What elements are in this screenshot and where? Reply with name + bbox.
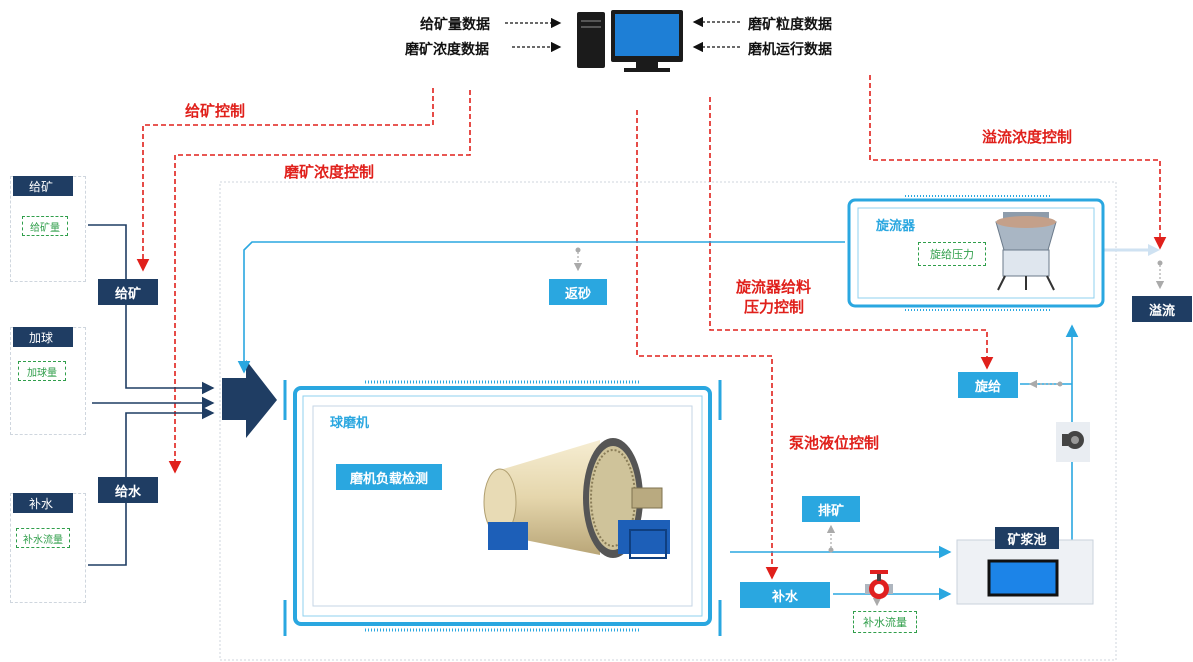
ball-mill-icon (483, 438, 670, 559)
feed-tag: 给矿 (98, 279, 158, 305)
input-mill-run-data: 磨机运行数据 (748, 42, 832, 58)
hydrocyclone-icon (995, 212, 1057, 291)
mill-load-detect-tag: 磨机负载检测 (336, 464, 442, 490)
cyclone-title: 旋流器 (876, 219, 916, 234)
makeup-flow-label: 补水流量 (853, 611, 917, 633)
ball-mill-title: 球磨机 (330, 416, 370, 431)
input-feed-data: 给矿量数据 (420, 17, 490, 33)
water-tag: 给水 (98, 477, 158, 503)
slurry-pool-tag: 矿浆池 (995, 527, 1059, 549)
ball-panel-title: 加球 (13, 327, 73, 347)
feed-panel-title: 给矿 (13, 176, 73, 196)
input-grind-size-data: 磨矿粒度数据 (748, 17, 832, 33)
control-lines (136, 75, 1167, 580)
data-arrows (505, 16, 740, 53)
input-grind-density-data: 磨矿浓度数据 (405, 42, 489, 58)
mill-inlet-arrow (222, 360, 277, 438)
computer-icon (577, 10, 683, 72)
slurry-tank-icon (956, 539, 1094, 605)
cyclone-pressure-control-label-2: 压力控制 (744, 298, 805, 316)
makeup-water-tag: 补水 (740, 582, 830, 608)
feed-lines (88, 224, 215, 566)
feed-sensor-label: 给矿量 (22, 216, 68, 236)
water-panel-title: 补水 (13, 493, 73, 513)
ball-sensor-label: 加球量 (18, 361, 66, 381)
return-sand-tag: 返砂 (549, 279, 607, 305)
valve-icon (865, 570, 893, 599)
overflow-tag: 溢流 (1132, 296, 1192, 322)
overflow-density-control-label: 溢流浓度控制 (982, 128, 1073, 146)
cyclone-feed-tag: 旋给 (958, 372, 1018, 398)
discharge-tag: 排矿 (802, 496, 860, 522)
cyclone-pressure-control-label-1: 旋流器给料 (736, 278, 812, 296)
grind-density-control-label: 磨矿浓度控制 (284, 163, 375, 181)
feed-control-label: 给矿控制 (185, 102, 246, 120)
process-area (219, 181, 1117, 661)
pump-icon (1056, 422, 1090, 462)
pump-level-control-label: 泵池液位控制 (789, 434, 880, 452)
water-sensor-label: 补水流量 (16, 528, 70, 548)
cyclone-pressure-label: 旋给压力 (918, 242, 986, 266)
